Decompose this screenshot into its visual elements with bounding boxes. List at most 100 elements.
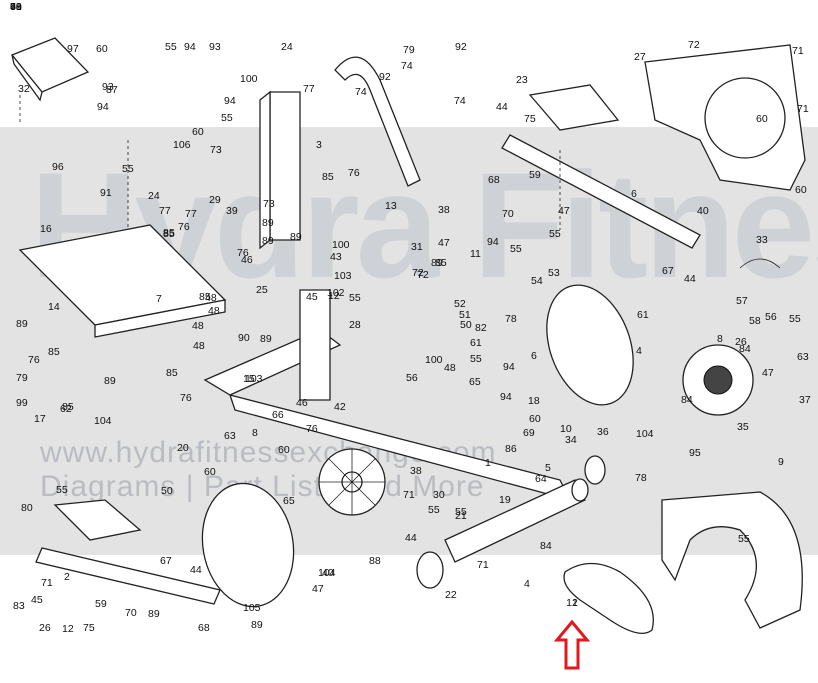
callout-74: 74 [454, 95, 466, 107]
callout-97: 97 [67, 43, 79, 55]
callout-85: 85 [322, 171, 334, 183]
callout-55: 55 [470, 353, 482, 365]
callout-98: 98 [10, 1, 22, 13]
callout-46: 46 [241, 254, 253, 266]
callout-55: 55 [455, 506, 467, 518]
callout-64: 64 [535, 473, 547, 485]
callout-78: 78 [505, 313, 517, 325]
callout-69: 69 [523, 427, 535, 439]
callout-92: 92 [455, 41, 467, 53]
callout-91: 91 [100, 187, 112, 199]
callout-89: 89 [148, 608, 160, 620]
callout-39: 39 [226, 205, 238, 217]
callout-60: 60 [10, 1, 22, 13]
callout-63: 63 [224, 430, 236, 442]
callout-50: 50 [161, 485, 173, 497]
callout-89: 89 [262, 217, 274, 229]
callout-45: 45 [31, 594, 43, 606]
highlight-arrow [553, 619, 591, 670]
callout-59: 59 [95, 598, 107, 610]
callout-18: 18 [528, 395, 540, 407]
callout-89: 89 [16, 318, 28, 330]
callout-102: 102 [327, 287, 345, 299]
callout-76: 76 [178, 221, 190, 233]
callout-44: 44 [496, 101, 508, 113]
callout-66: 66 [272, 409, 284, 421]
callout-30: 30 [433, 489, 445, 501]
callout-26: 26 [39, 622, 51, 634]
arrow-target-label: 12 [566, 597, 578, 609]
callout-94: 94 [503, 361, 515, 373]
end-cap [416, 551, 444, 589]
callout-65: 65 [469, 376, 481, 388]
callout-59: 59 [529, 169, 541, 181]
callout-12: 12 [62, 623, 74, 635]
console-part [10, 37, 90, 102]
callout-57: 57 [736, 295, 748, 307]
rear-shroud [644, 44, 806, 191]
callout-82: 82 [475, 322, 487, 334]
callout-77: 77 [303, 83, 315, 95]
rear-crossbar [444, 478, 589, 563]
callout-77: 77 [185, 208, 197, 220]
callout-40: 40 [322, 567, 334, 579]
callout-55: 55 [789, 313, 801, 325]
callout-63: 63 [797, 351, 809, 363]
callout-105: 105 [243, 602, 261, 614]
callout-47: 47 [438, 237, 450, 249]
callout-38: 38 [438, 204, 450, 216]
callout-20: 20 [177, 442, 189, 454]
callout-36: 36 [597, 426, 609, 438]
callout-71: 71 [477, 559, 489, 571]
left-pedal-arm [35, 547, 221, 605]
callout-83: 83 [13, 600, 25, 612]
callout-87: 87 [106, 84, 118, 96]
callout-48: 48 [208, 305, 220, 317]
callout-42: 42 [334, 401, 346, 413]
front-stabilizer [18, 224, 227, 338]
callout-71: 71 [792, 45, 804, 57]
callout-31: 31 [411, 241, 423, 253]
callout-95: 95 [689, 447, 701, 459]
callout-48: 48 [193, 340, 205, 352]
callout-13: 13 [385, 200, 397, 212]
callout-71: 71 [403, 489, 415, 501]
callout-94: 94 [224, 95, 236, 107]
callout-34: 34 [565, 434, 577, 446]
callout-25: 25 [256, 284, 268, 296]
callout-68: 68 [488, 174, 500, 186]
callout-58: 58 [749, 315, 761, 327]
callout-100: 100 [332, 239, 350, 251]
callout-22: 22 [445, 589, 457, 601]
callout-41: 41 [10, 1, 22, 13]
callout-47: 47 [762, 367, 774, 379]
callout-104: 104 [94, 415, 112, 427]
callout-28: 28 [349, 319, 361, 331]
callout-77: 77 [159, 205, 171, 217]
callout-55: 55 [738, 533, 750, 545]
right-rail [501, 134, 701, 249]
callout-29: 29 [209, 194, 221, 206]
callout-75: 75 [524, 113, 536, 125]
callout-32: 32 [18, 83, 30, 95]
left-disc-cover [201, 482, 295, 608]
callout-55: 55 [56, 484, 68, 496]
callout-55: 55 [510, 243, 522, 255]
callout-45: 45 [306, 291, 318, 303]
callout-8: 8 [252, 427, 258, 439]
callout-60: 60 [96, 43, 108, 55]
callout-19: 19 [499, 494, 511, 506]
callout-6: 6 [531, 350, 537, 362]
callout-48: 48 [192, 320, 204, 332]
watermark-band [0, 127, 818, 555]
callout-106: 106 [173, 139, 191, 151]
callout-1: 1 [485, 457, 491, 469]
guide-lines [19, 95, 561, 230]
callout-47: 47 [558, 205, 570, 217]
roller [584, 455, 606, 485]
callout-85: 85 [199, 291, 211, 303]
callout-16: 16 [40, 223, 52, 235]
callout-88: 88 [369, 555, 381, 567]
callout-86: 86 [505, 443, 517, 455]
callout-24: 24 [281, 41, 293, 53]
